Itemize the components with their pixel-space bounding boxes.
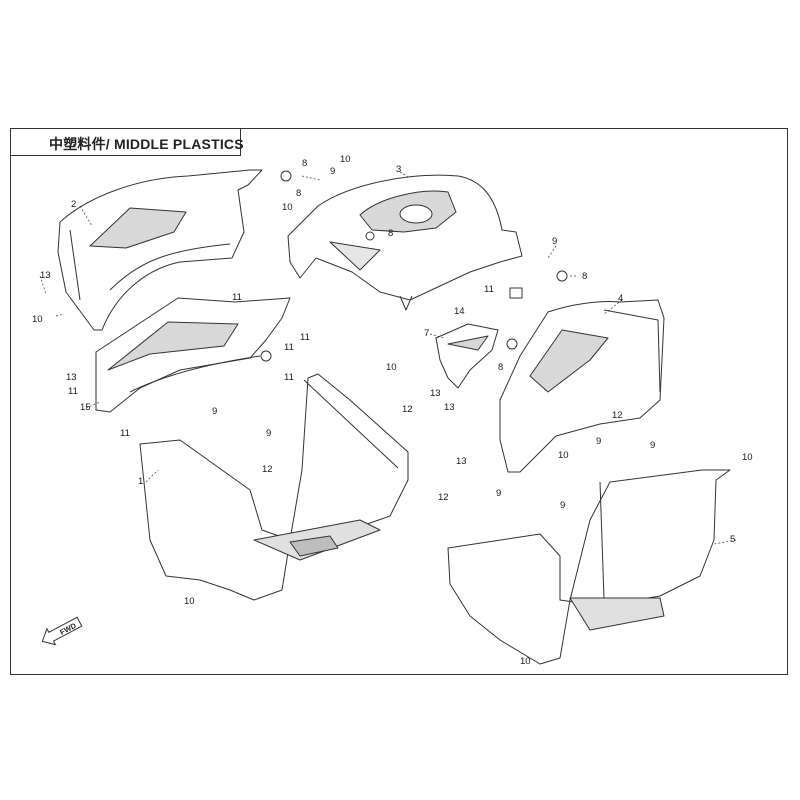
callout-8c: 8 — [388, 228, 393, 239]
callout-8e: 8 — [498, 362, 503, 373]
callout-9e: 9 — [496, 488, 501, 499]
callout-4: 4 — [618, 293, 623, 304]
callout-10c: 10 — [32, 314, 43, 325]
callout-10h: 10 — [520, 656, 531, 667]
callout-11g: 11 — [484, 284, 494, 295]
callout-11e: 11 — [68, 386, 78, 397]
callout-12b: 12 — [262, 464, 273, 475]
part-7-bracket — [435, 323, 499, 389]
callout-9a: 9 — [330, 166, 335, 177]
part-1-left-footwell — [139, 373, 409, 601]
callout-13a: 13 — [40, 270, 51, 281]
callout-9h: 9 — [650, 440, 655, 451]
callout-11f: 11 — [120, 428, 130, 439]
callout-8d: 8 — [582, 271, 587, 282]
callout-8a: 8 — [302, 158, 307, 169]
callout-13d: 13 — [444, 402, 455, 413]
fwd-arrow: FWD — [41, 616, 83, 646]
callout-11b: 11 — [300, 332, 310, 343]
callout-8b: 8 — [296, 188, 301, 199]
fastener-grommets — [260, 170, 568, 362]
part-15-left-lower-panel — [95, 297, 291, 413]
callout-7: 7 — [424, 328, 429, 339]
callout-9g: 9 — [596, 436, 601, 447]
callout-10a: 10 — [340, 154, 351, 165]
callout-11c: 11 — [284, 342, 294, 353]
callout-10f: 10 — [742, 452, 753, 463]
page-title: 中塑料件/ MIDDLE PLASTICS — [49, 136, 244, 152]
callout-13c: 13 — [430, 388, 441, 399]
callout-9b: 9 — [552, 236, 557, 247]
part-5-right-footwell — [447, 469, 731, 665]
callout-2: 2 — [71, 199, 76, 210]
callout-11d: 11 — [284, 372, 294, 383]
callout-13b: 13 — [66, 372, 77, 383]
part-3-center-cover — [287, 174, 523, 311]
callout-10b: 10 — [282, 202, 293, 213]
callout-12d: 12 — [612, 410, 623, 421]
part-2-left-upper-fender — [57, 169, 263, 331]
callout-3: 3 — [396, 164, 401, 175]
callout-9d: 9 — [266, 428, 271, 439]
callout-14: 14 — [454, 306, 465, 317]
callout-12a: 12 — [402, 404, 413, 415]
title-box: 中塑料件/ MIDDLE PLASTICS — [11, 129, 244, 156]
callout-1: 1 — [138, 476, 143, 487]
callout-11a: 11 — [232, 292, 242, 303]
callout-9f: 9 — [560, 500, 565, 511]
callout-5: 5 — [730, 534, 735, 545]
callout-10d: 10 — [386, 362, 397, 373]
callout-9c: 9 — [212, 406, 217, 417]
callout-13e: 13 — [456, 456, 467, 467]
part-4-right-fender — [499, 299, 665, 473]
callout-15: 15 — [80, 402, 91, 413]
callout-10g: 10 — [184, 596, 195, 607]
callout-10e: 10 — [558, 450, 569, 461]
callout-12c: 12 — [438, 492, 449, 503]
